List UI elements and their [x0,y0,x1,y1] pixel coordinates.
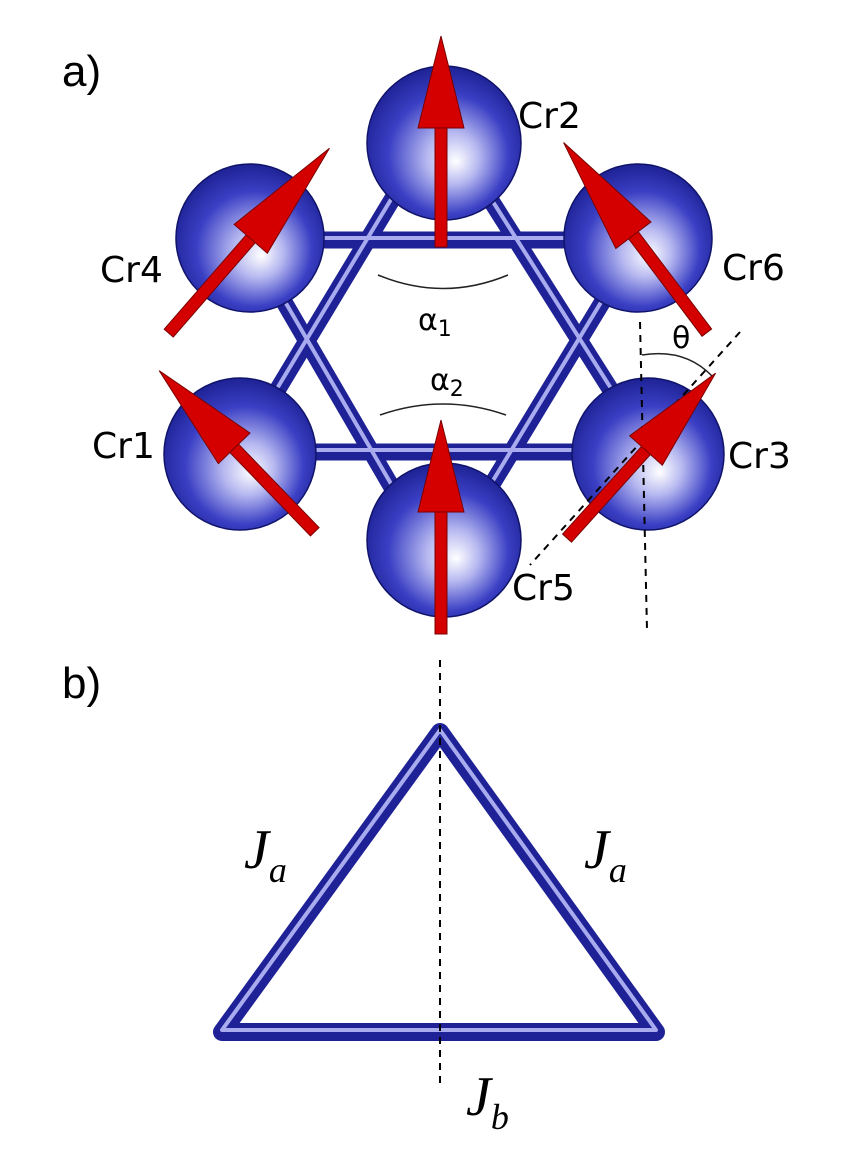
panel-b-label: b) [62,659,101,708]
alpha2-arc [379,403,507,416]
spin-arrow-cr4 [163,147,330,338]
theta-reference-lines [529,321,741,631]
alpha2-label: α2 [430,363,464,402]
label-cr1: Cr1 [92,426,155,467]
label-cr3: Cr3 [728,436,791,477]
jb-label: Jb [466,1066,509,1137]
spin-arrow-cr1 [158,370,320,537]
theta-arc [641,352,713,377]
spin-arrow-cr5 [417,419,465,635]
ja-left-label: Ja [244,819,287,890]
label-cr5: Cr5 [512,568,575,609]
panel-a-label: a) [62,47,101,96]
label-cr4: Cr4 [100,250,163,291]
spin-arrows [158,35,717,635]
spin-arrow-cr3 [561,372,717,543]
label-cr2: Cr2 [518,96,581,137]
ja-right-label: Ja [584,819,627,890]
label-cr6: Cr6 [722,248,785,289]
spin-arrow-cr2 [417,35,465,248]
alpha1-label: α1 [418,303,452,342]
theta-label: θ [672,321,690,356]
alpha1-arc [377,274,509,290]
spin-arrow-cr6 [563,142,713,337]
